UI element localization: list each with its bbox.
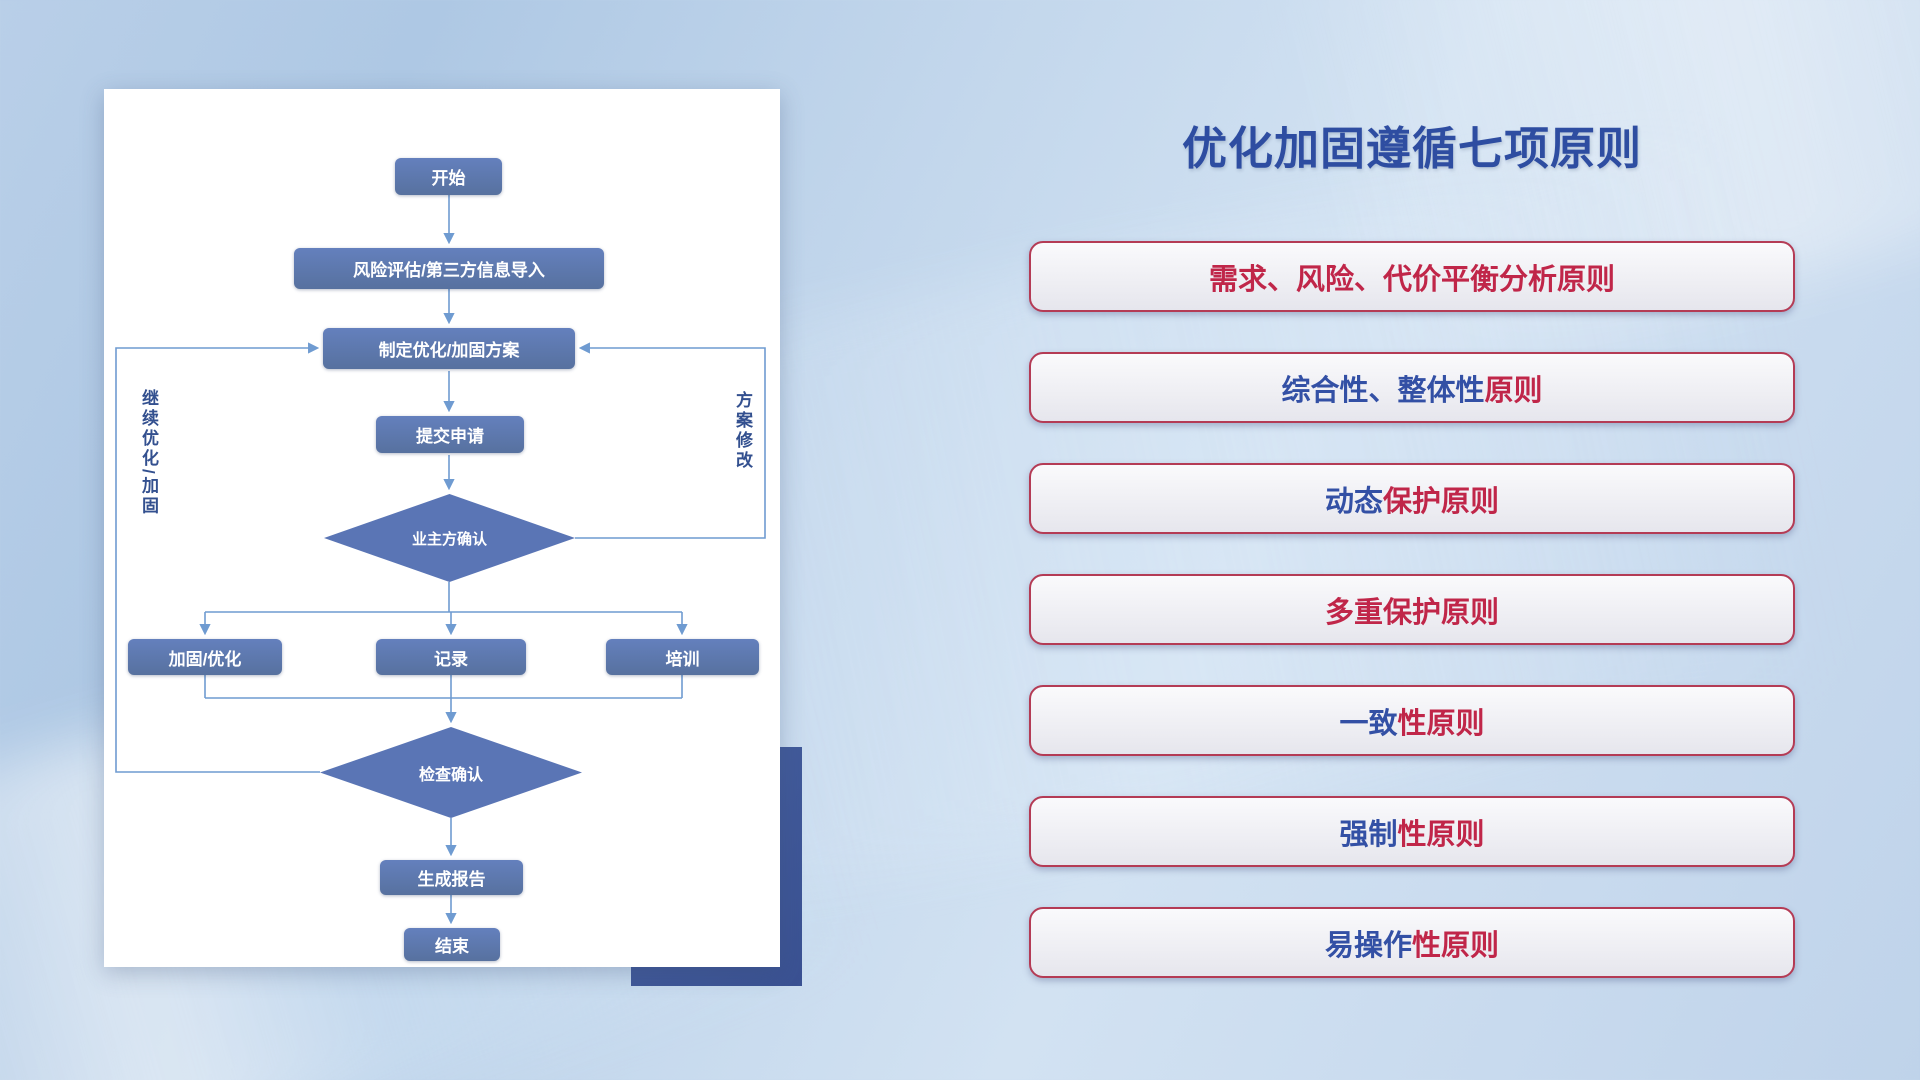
principle-text-red: 性原则 [1397,818,1485,851]
flow-node-record: 记录 [376,639,526,675]
principle-item: 易操作性原则 [1029,907,1795,978]
principle-item: 动态保护原则 [1029,463,1795,534]
principle-text-blue: 动态 [1324,485,1383,518]
flow-node-submit: 提交申请 [376,416,524,453]
principle-text-blue: 一致 [1339,707,1398,740]
principle-text-blue: 易操作 [1324,929,1412,962]
flow-node-end: 结束 [404,928,500,961]
flow-label-continue-optimize: 继续优化/加固 [139,389,158,517]
principle-item: 综合性、整体性原则 [1029,352,1795,423]
principle-item: 多重保护原则 [1029,574,1795,645]
principles-list: 需求、风险、代价平衡分析原则 综合性、整体性原则 动态保护原则 多重保护原则 一… [1029,241,1795,978]
flow-node-train: 培训 [606,639,759,675]
principle-item: 需求、风险、代价平衡分析原则 [1029,241,1795,312]
page-title: 优化加固遵循七项原则 [1181,123,1642,174]
flow-node-make-plan: 制定优化/加固方案 [323,328,575,369]
principle-text-red: 性原则 [1412,929,1500,962]
principle-text-blue: 综合性、整体性 [1281,374,1485,407]
flow-label-plan-revise: 方案修改 [733,391,752,471]
principle-text-red: 多重保护原则 [1324,596,1499,629]
flowchart-card: 开始 风险评估/第三方信息导入 制定优化/加固方案 提交申请 业主方确认 加固/… [104,89,780,967]
flow-node-report: 生成报告 [380,860,523,895]
principle-text-blue: 强制 [1339,818,1398,851]
flow-node-harden: 加固/优化 [128,639,282,675]
flow-node-start: 开始 [395,158,502,195]
principle-text-red: 需求、风险、代价平衡分析原则 [1208,263,1615,296]
principle-item: 强制性原则 [1029,796,1795,867]
principle-text-red: 原则 [1484,374,1543,407]
principles-panel: 优化加固遵循七项原则 需求、风险、代价平衡分析原则 综合性、整体性原则 动态保护… [1029,0,1795,1080]
principle-text-red: 性原则 [1397,707,1485,740]
principle-text-red: 保护原则 [1383,485,1500,518]
flow-node-risk-import: 风险评估/第三方信息导入 [294,248,604,289]
principle-item: 一致性原则 [1029,685,1795,756]
